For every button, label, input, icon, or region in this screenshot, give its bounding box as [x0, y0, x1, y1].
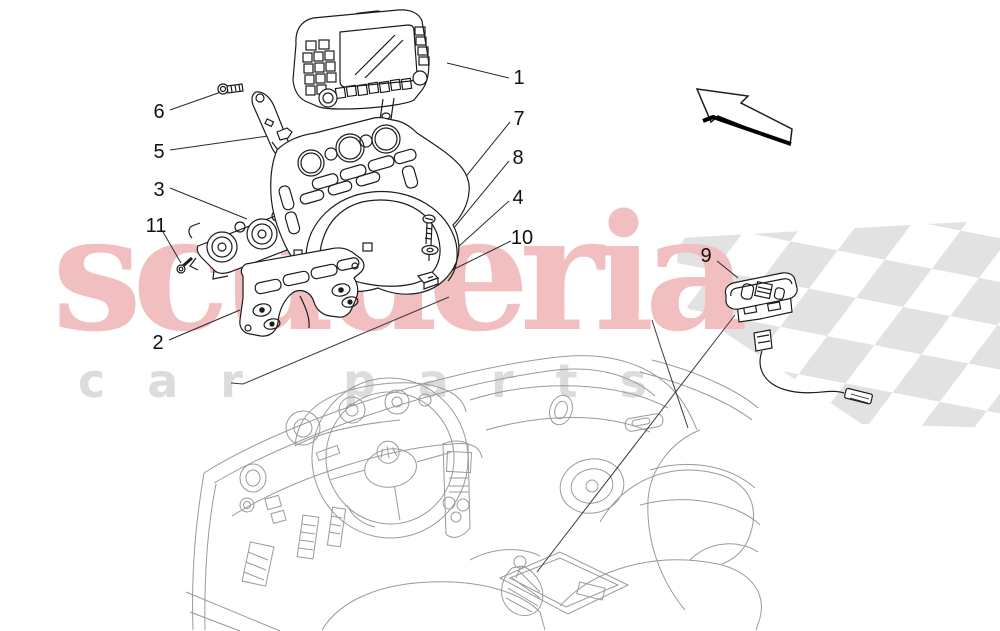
callout-3[interactable]: 3: [153, 179, 165, 201]
part-2-mounting-bracket: [239, 247, 365, 337]
part-11-pin: [176, 256, 193, 274]
car-interior-sketch: [185, 355, 762, 631]
callout-6[interactable]: 6: [153, 101, 165, 123]
part-10-clip: [416, 271, 440, 290]
callout-5[interactable]: 5: [153, 141, 165, 163]
callout-8[interactable]: 8: [512, 147, 524, 169]
callout-10[interactable]: 10: [510, 227, 534, 249]
part-1-head-unit: [292, 9, 430, 121]
direction-arrow-icon: [695, 88, 793, 147]
callout-4[interactable]: 4: [512, 187, 524, 209]
part-7-screw: [422, 214, 436, 246]
part-4-centre-trim-frame: [270, 116, 470, 295]
callout-9[interactable]: 9: [700, 245, 712, 267]
callout-2[interactable]: 2: [152, 332, 164, 354]
callout-1[interactable]: 1: [513, 67, 525, 89]
callout-7[interactable]: 7: [513, 108, 525, 130]
location-lines: [230, 296, 736, 573]
part-8-washer: [421, 244, 439, 261]
part-9-switch-pack: [724, 272, 873, 405]
callout-11[interactable]: 11: [145, 215, 167, 237]
part-6-screw: [217, 83, 244, 95]
watermark-subtitle: car parts: [78, 354, 690, 408]
